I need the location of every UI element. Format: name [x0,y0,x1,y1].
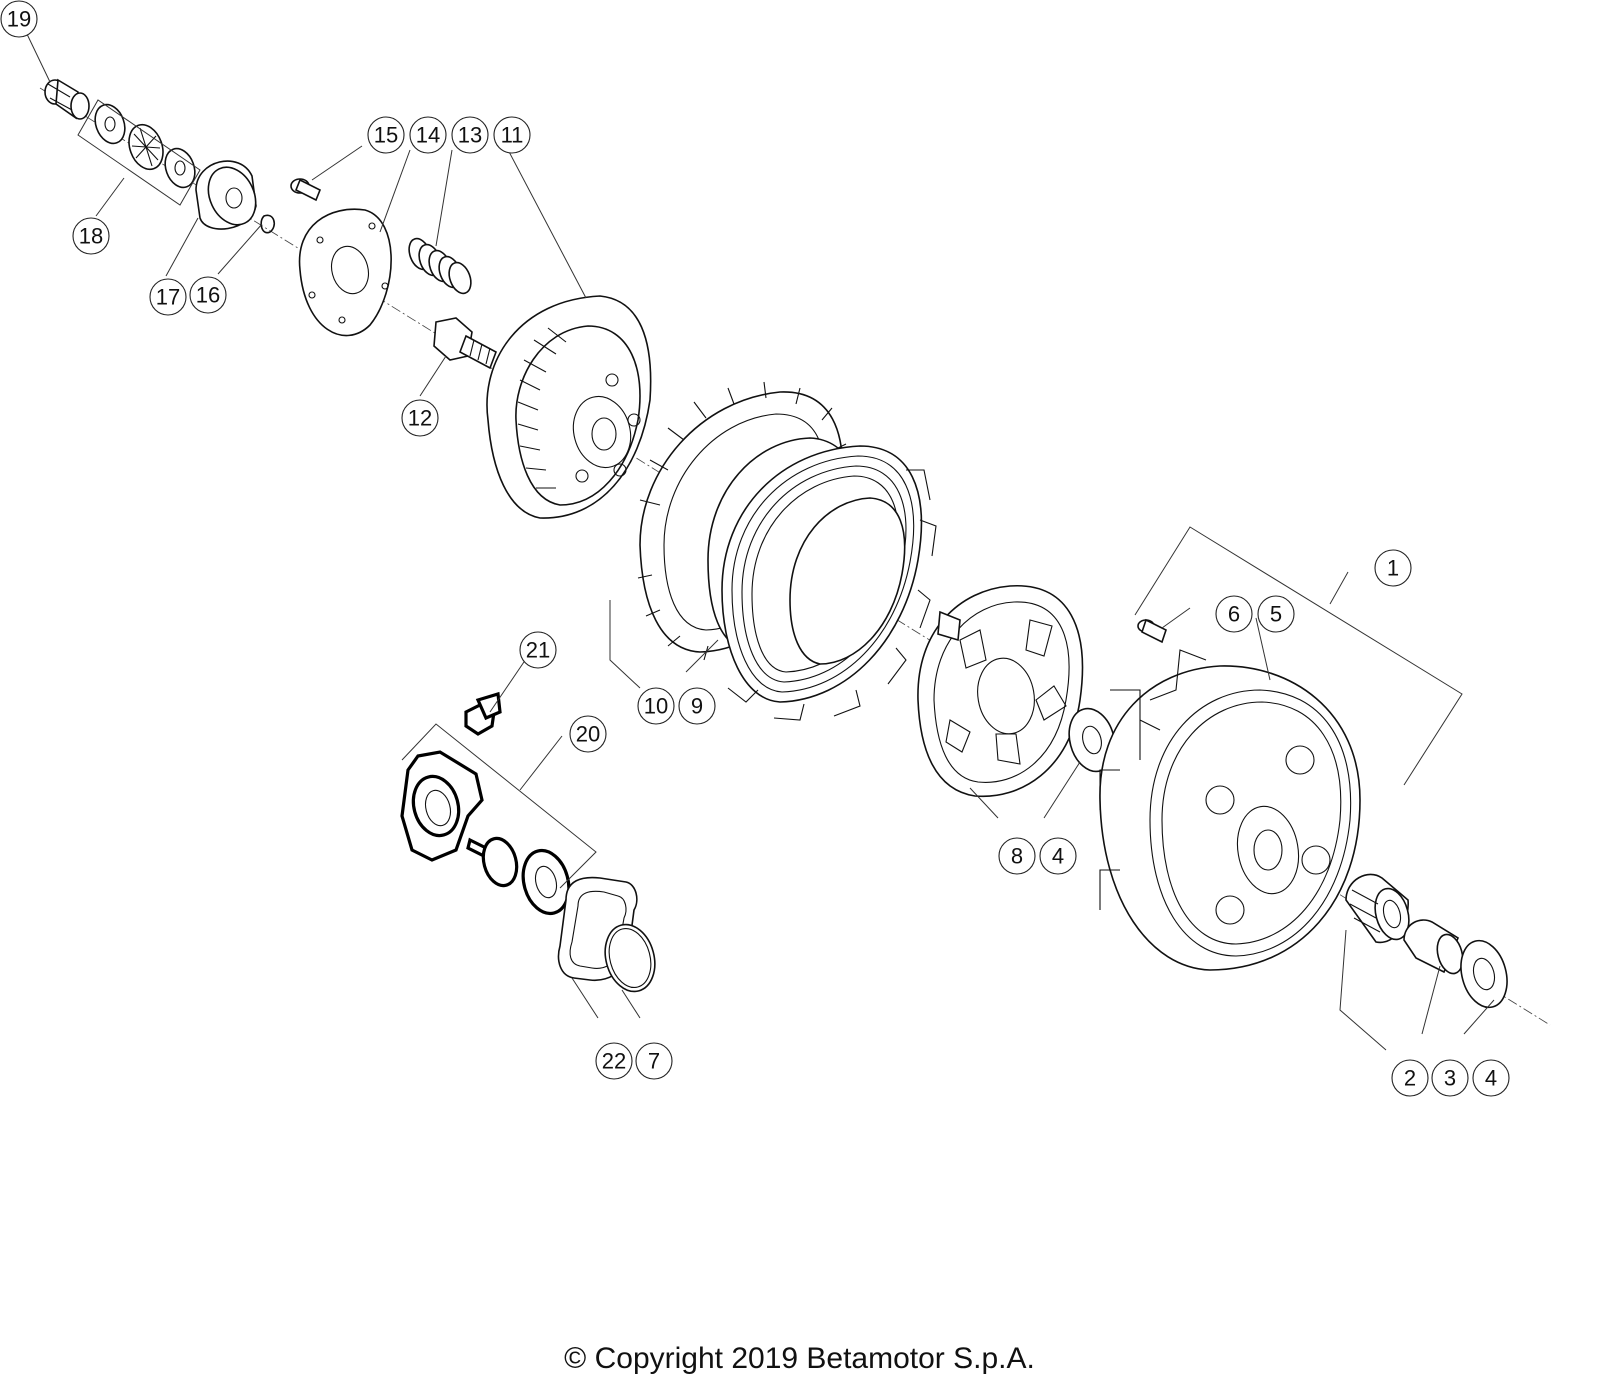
callout-9: 9 [678,687,716,725]
callout-4b: 4 [1472,1059,1510,1097]
callout-6: 6 [1215,595,1253,633]
svg-text:20: 20 [576,722,600,747]
part-bearing-kit-18 [77,99,201,206]
svg-text:15: 15 [374,123,398,148]
callout-1: 1 [1374,549,1412,587]
svg-text:16: 16 [196,283,220,308]
leader-lines [25,31,1495,1051]
part-plate-stack-9 [721,445,937,721]
svg-text:1: 1 [1387,556,1399,581]
callout-19: 19 [0,0,38,38]
svg-text:12: 12 [408,406,432,431]
part-fitting-21 [464,691,502,736]
part-pressure-plate-8 [917,585,1084,798]
part-pressure-plate-14 [298,208,392,337]
callout-20: 20 [569,715,607,753]
callout-16: 16 [189,276,227,314]
svg-text:4: 4 [1052,844,1064,869]
svg-text:3: 3 [1444,1066,1456,1091]
part-clip-16 [260,214,276,234]
svg-text:8: 8 [1011,844,1023,869]
part-pin-6 [1137,618,1167,644]
svg-text:13: 13 [458,123,482,148]
svg-text:6: 6 [1228,602,1240,627]
copyright-notice: © Copyright 2019 Betamotor S.p.A. [564,1342,1035,1375]
callout-17: 17 [149,278,187,316]
svg-text:10: 10 [644,694,668,719]
part-slave-cylinder-20 [400,723,597,916]
callout-5: 5 [1257,595,1295,633]
part-spring-13 [408,237,472,295]
svg-text:17: 17 [156,285,180,310]
svg-text:5: 5 [1270,602,1282,627]
callout-4a: 4 [1039,837,1077,875]
callout-10: 10 [637,687,675,725]
part-stud-12 [433,317,497,370]
group-1-bracket [1134,526,1463,786]
part-cap-17 [195,160,257,230]
part-needle-bearing-2 [1345,873,1410,944]
callout-14: 14 [409,116,447,154]
callout-3: 3 [1431,1059,1469,1097]
svg-text:2: 2 [1404,1066,1416,1091]
svg-text:9: 9 [691,694,703,719]
svg-text:11: 11 [501,123,524,148]
part-clutch-hub-11 [486,295,652,519]
callout-7: 7 [635,1042,673,1080]
callout-15: 15 [367,116,405,154]
part-clutch-housing-5 [1099,649,1361,971]
svg-text:14: 14 [416,123,440,148]
callout-12: 12 [401,399,439,437]
callout-8: 8 [998,837,1036,875]
part-bushing-3 [1403,919,1464,975]
svg-text:18: 18 [79,224,103,249]
part-screw-15 [290,178,322,202]
callout-21: 21 [519,631,557,669]
part-bolt-19 [44,78,90,120]
part-washer-4b [1460,939,1508,1009]
part-o-ring-7 [604,923,656,993]
svg-text:4: 4 [1485,1066,1497,1091]
group-10-bracket [609,600,641,689]
callout-22: 22 [595,1042,633,1080]
callout-13: 13 [451,116,489,154]
callout-18: 18 [72,217,110,255]
callout-2: 2 [1391,1059,1429,1097]
callout-11: 11 [493,116,531,154]
svg-text:21: 21 [526,638,550,663]
svg-text:22: 22 [602,1049,626,1074]
svg-text:19: 19 [7,7,31,32]
svg-text:7: 7 [648,1049,660,1074]
